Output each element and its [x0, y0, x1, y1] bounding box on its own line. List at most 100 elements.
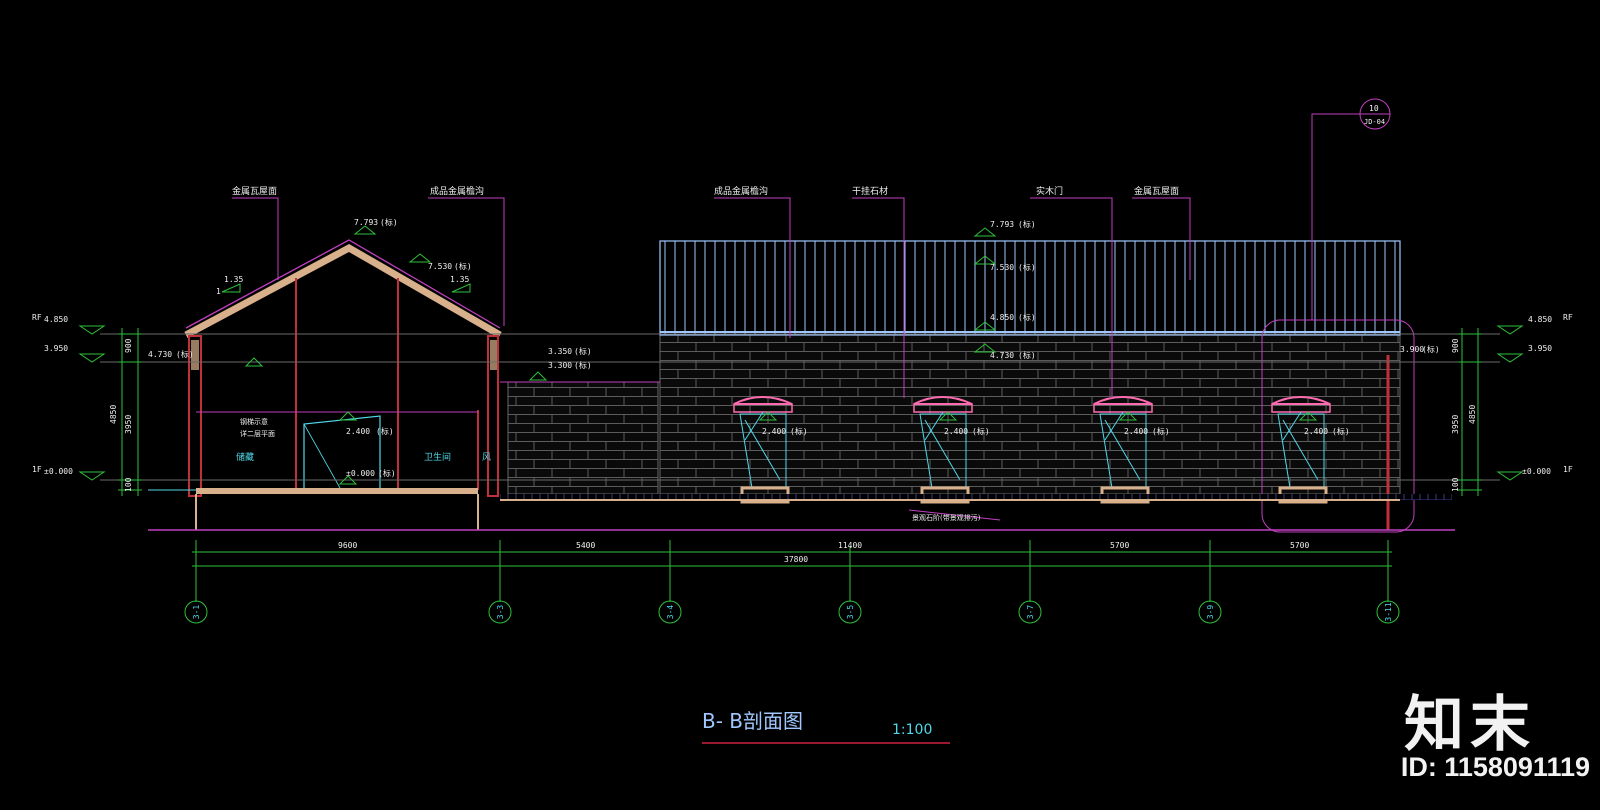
axis-3-1: 3-1: [192, 605, 201, 620]
f1-value-right: ±0.000: [1522, 467, 1551, 476]
dim-seg5: 5700: [1290, 541, 1309, 550]
ridge-a-note: (标): [380, 217, 398, 227]
ridge-b-note: (标): [1018, 219, 1036, 229]
ridge-b: 7.793: [990, 220, 1014, 229]
dim-seg2: 5400: [576, 541, 595, 550]
axis-3-4: 3-4: [666, 605, 675, 620]
beam-left: 4.730: [148, 350, 172, 359]
roof-purple-outline: [185, 239, 501, 329]
slope-left: 1.35: [224, 275, 243, 284]
room-wind: 风: [482, 452, 491, 463]
rf-tag-left: RF: [32, 313, 42, 322]
right-dim-3950: 3950: [1451, 415, 1460, 434]
callout-metal-roof-2: 金属瓦屋面: [1134, 185, 1179, 197]
right-side-dimension: [1458, 328, 1482, 496]
left-dim-900: 900: [124, 338, 133, 353]
room-restroom: 卫生间: [424, 451, 451, 463]
level-3950-left: 3.950: [44, 344, 68, 353]
image-id-label: ID: 1158091119: [1400, 752, 1590, 782]
win4-note: (标): [1332, 426, 1350, 436]
callout-leaders: [232, 113, 1360, 521]
dim-seg1: 9600: [338, 541, 357, 550]
rf-tag-right: RF: [1563, 313, 1573, 322]
slope-right: 1.35: [450, 275, 469, 284]
left-dim-100: 100: [124, 477, 133, 492]
drawing-title-block: B- B剖面图 1:100: [702, 709, 950, 744]
floor-slab: [196, 488, 478, 494]
side-dimension-text: 900 3950 4850 100 900 3950 4850 100: [109, 338, 1477, 492]
inner-240: 2.400: [346, 427, 370, 436]
right-wall: [487, 335, 499, 497]
axis-bubbles: [184, 600, 1400, 624]
axis-3-5: 3-5: [846, 605, 855, 620]
room-storage: 储藏: [236, 451, 254, 463]
beam-b: 4.730: [990, 351, 1014, 360]
drawing-scale: 1:100: [892, 722, 932, 738]
axis-3-3: 3-3: [496, 605, 505, 620]
eave-b-note: (标): [1018, 262, 1036, 272]
gable-building: [184, 239, 502, 530]
win1-note: (标): [790, 426, 808, 436]
inner-240-note: (标): [376, 426, 394, 436]
dim-seg4: 5700: [1110, 541, 1129, 550]
right-dim-4850: 4850: [1468, 405, 1477, 424]
right-dim-100: 100: [1451, 477, 1460, 492]
win2-note: (标): [972, 426, 990, 436]
left-dim-3950: 3950: [124, 415, 133, 434]
level-text: RF 4.850 3.950 1F ±0.000 4.850 RF 3.950 …: [32, 217, 1573, 478]
level-lines: [100, 333, 1500, 481]
rf-value-right: 4.850: [1528, 315, 1552, 324]
rf-value-left: 4.850: [44, 315, 68, 324]
eave-b: 7.530: [990, 263, 1014, 272]
room-labels: 储藏 卫生间 钢梯示意 详二层平面 风: [236, 417, 491, 463]
f1-tag-right: 1F: [1563, 465, 1573, 474]
slope-left-base: 1: [216, 287, 221, 296]
callout-metal-roof-1: 金属瓦屋面: [232, 185, 277, 197]
gable-roof: [184, 243, 502, 339]
right-dim-900: 900: [1451, 338, 1460, 353]
low-wall-b: 3.300: [548, 361, 572, 370]
win2-level: 2.400: [944, 427, 968, 436]
callout-text: 金属瓦屋面 成品金属檐沟 成品金属檐沟 干挂石材 实木门 金属瓦屋面 景观石阶(…: [232, 185, 1179, 522]
beam-b-note: (标): [1018, 350, 1036, 360]
right-top-note: (标): [1422, 344, 1440, 354]
ridge-a: 7.793: [354, 218, 378, 227]
win1-level: 2.400: [762, 427, 786, 436]
ground-line: [148, 489, 1455, 531]
low-wall-a: 3.350: [548, 347, 572, 356]
f1-tag-left: 1F: [32, 465, 42, 474]
room-note-b: 详二层平面: [240, 429, 275, 438]
room-note-a: 钢梯示意: [240, 417, 268, 426]
drawing-title: B- B剖面图: [702, 709, 803, 733]
axis-3-9: 3-9: [1206, 605, 1215, 620]
eave-a: 7.530: [428, 262, 452, 271]
beam-left-note: (标): [176, 349, 194, 359]
axis-3-7: 3-7: [1026, 605, 1035, 620]
metal-fence-band: [659, 240, 1401, 336]
mid-b-note: (标): [1018, 312, 1036, 322]
low-brick-wall: [500, 381, 660, 495]
callout-solid-door: 实木门: [1036, 185, 1063, 197]
low-wall-b-note: (标): [574, 360, 592, 370]
inner-zero-note: (标): [378, 468, 396, 478]
right-top: 3.900: [1400, 345, 1424, 354]
dim-total: 37800: [784, 555, 808, 564]
callout-metal-gutter-2: 成品金属檐沟: [714, 185, 768, 197]
dim-seg3: 11400: [838, 541, 862, 550]
win3-note: (标): [1152, 426, 1170, 436]
left-side-dimension: [118, 328, 142, 496]
level-markers: [78, 225, 1524, 485]
detail-ref-top: 10: [1369, 104, 1379, 113]
brand-logo: 知末: [1404, 690, 1536, 760]
f1-value-left: ±0.000: [44, 467, 73, 476]
axis-labels: 3-1 3-3 3-4 3-5 3-7 3-9 3-11: [192, 602, 1393, 621]
win3-level: 2.400: [1124, 427, 1148, 436]
detail-ref-bottom: JD-04: [1364, 118, 1385, 126]
dimension-string: [192, 540, 1392, 602]
detail-reference: 10 JD-04: [1359, 98, 1391, 130]
inner-zero: ±0.000: [346, 469, 375, 478]
level-3950-right: 3.950: [1528, 344, 1552, 353]
eave-a-note: (标): [454, 261, 472, 271]
dimension-text: 9600 5400 11400 5700 5700 37800: [338, 541, 1309, 564]
